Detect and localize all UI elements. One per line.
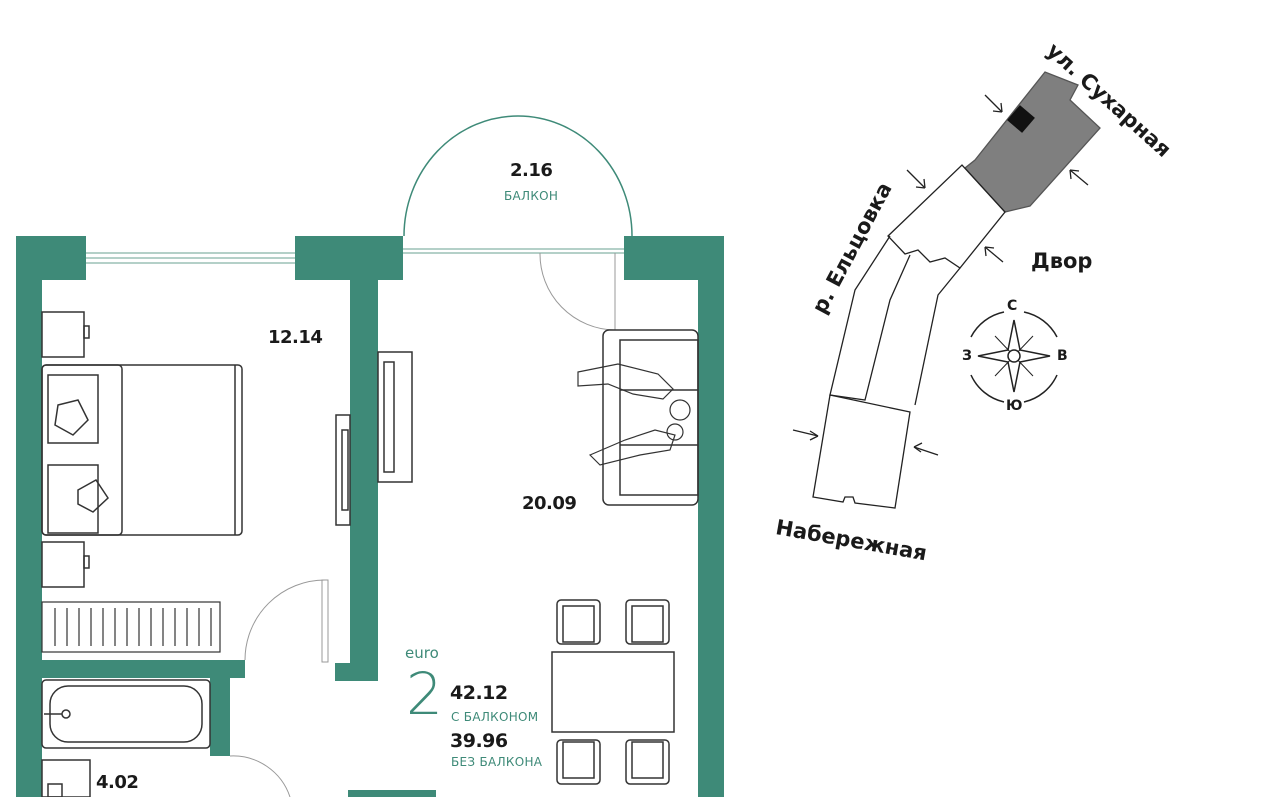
- bedroom-door: [244, 579, 329, 663]
- nightstand-top: [41, 311, 90, 358]
- apartment-type-label: euro: [405, 644, 439, 662]
- bedroom-area: 12.14: [268, 327, 323, 348]
- walls: [16, 236, 724, 797]
- bathtub: [41, 679, 211, 749]
- dining-chairs: [556, 599, 670, 785]
- tv-living: [377, 351, 413, 483]
- living-area: 20.09: [522, 493, 577, 514]
- nightstand-bottom: [41, 541, 90, 588]
- sofa: [602, 329, 699, 506]
- bath-door: [229, 755, 291, 797]
- compass-east: В: [1057, 348, 1068, 364]
- compass-rose: [970, 311, 1058, 403]
- radiator: [41, 601, 221, 653]
- window-living: [403, 248, 624, 254]
- yard-label: Двор: [1031, 249, 1093, 273]
- tv-bedroom: [335, 414, 351, 526]
- rooms-count: 2: [406, 660, 443, 728]
- people-figure: [577, 363, 691, 466]
- with-balcony-label: С БАЛКОНОМ: [451, 710, 539, 724]
- compass-north: С: [1007, 298, 1018, 314]
- compass-south: Ю: [1006, 398, 1023, 414]
- without-balcony-label: БЕЗ БАЛКОНА: [451, 755, 543, 769]
- sink: [41, 759, 91, 797]
- window-bedroom: [86, 252, 295, 264]
- site-map: [792, 71, 1101, 509]
- dining-table: [551, 651, 675, 733]
- area-without-balcony: 39.96: [450, 730, 508, 752]
- bath-area: 4.02: [96, 772, 139, 793]
- balcony-label: БАЛКОН: [504, 189, 559, 203]
- balcony-area: 2.16: [510, 160, 553, 181]
- compass-west: З: [962, 348, 972, 364]
- area-with-balcony: 42.12: [450, 682, 508, 704]
- bed: [41, 364, 243, 536]
- balcony-outline: [403, 115, 633, 237]
- balcony-door: [539, 252, 616, 331]
